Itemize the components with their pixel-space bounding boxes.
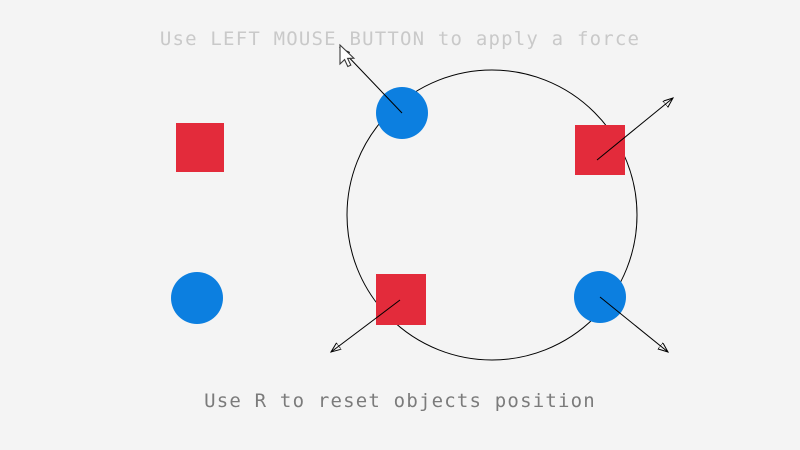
mouse-cursor-icon bbox=[339, 43, 356, 68]
velocity-vector-arrow bbox=[599, 296, 668, 352]
box-body[interactable] bbox=[376, 274, 426, 325]
hint-apply-force-text: Use LEFT MOUSE BUTTON to apply a force bbox=[159, 28, 641, 50]
velocity-vector-arrow bbox=[331, 299, 401, 352]
boundary-circle bbox=[346, 69, 638, 361]
box-body[interactable] bbox=[176, 123, 224, 172]
box-body[interactable] bbox=[575, 125, 625, 175]
bodies-layer bbox=[171, 87, 626, 325]
hint-reset-text: Use R to reset objects position bbox=[204, 390, 596, 412]
ball-body[interactable] bbox=[171, 272, 223, 324]
velocity-vector-arrow bbox=[596, 98, 673, 161]
